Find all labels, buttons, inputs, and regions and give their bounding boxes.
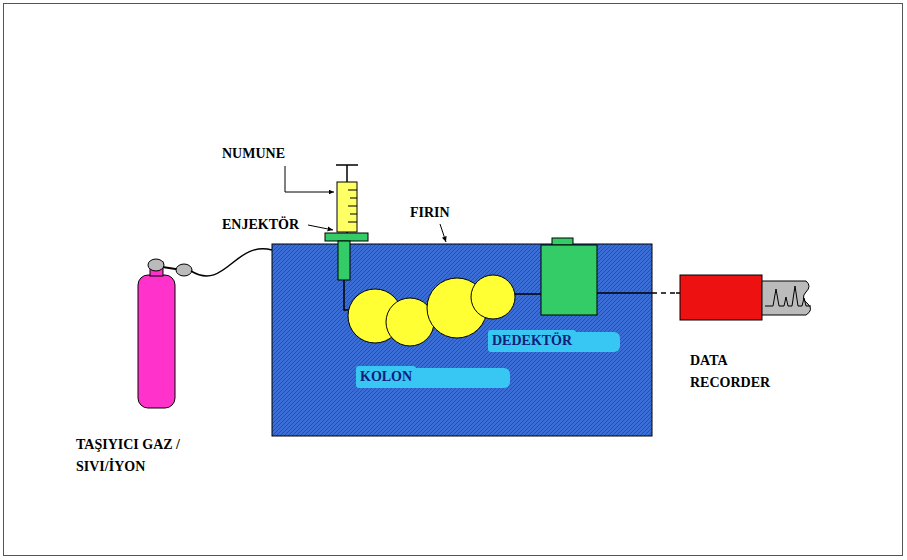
part-name: KOLON — [356, 366, 416, 388]
syringe-plunger — [336, 165, 358, 182]
leader-line — [308, 225, 333, 230]
regulator-knob — [176, 264, 192, 276]
leader-line — [440, 224, 446, 242]
part-name: ENJEKTÖR — [222, 214, 299, 236]
signal-line-dashed — [652, 292, 676, 294]
gas-cylinder — [138, 275, 175, 408]
part-name: DATA RECORDER — [690, 350, 790, 395]
detector — [541, 245, 597, 315]
gas-hose — [191, 249, 272, 276]
signal-line — [597, 292, 652, 294]
furnace — [272, 244, 652, 436]
syringe-barrel — [337, 182, 357, 232]
signal-line — [676, 292, 680, 294]
injector-plate — [325, 233, 368, 241]
column-coil — [471, 275, 515, 319]
regulator-knob — [148, 259, 164, 271]
injector-tube — [338, 241, 350, 280]
column-outlet — [515, 293, 541, 295]
part-name: TAŞIYICI GAZ / SIVI/İYON — [76, 434, 211, 479]
chromatogram-peaks — [765, 286, 811, 306]
detector-cap — [552, 238, 573, 245]
frame — [4, 4, 903, 556]
syringe-graduations — [348, 190, 357, 222]
part-name: FIRIN — [410, 202, 450, 224]
data-recorder — [680, 275, 762, 320]
part-name: DEDEKTÖR — [488, 330, 576, 352]
part-name: NUMUNE — [222, 143, 285, 165]
chart-paper — [762, 281, 811, 315]
leader-line — [285, 166, 334, 192]
